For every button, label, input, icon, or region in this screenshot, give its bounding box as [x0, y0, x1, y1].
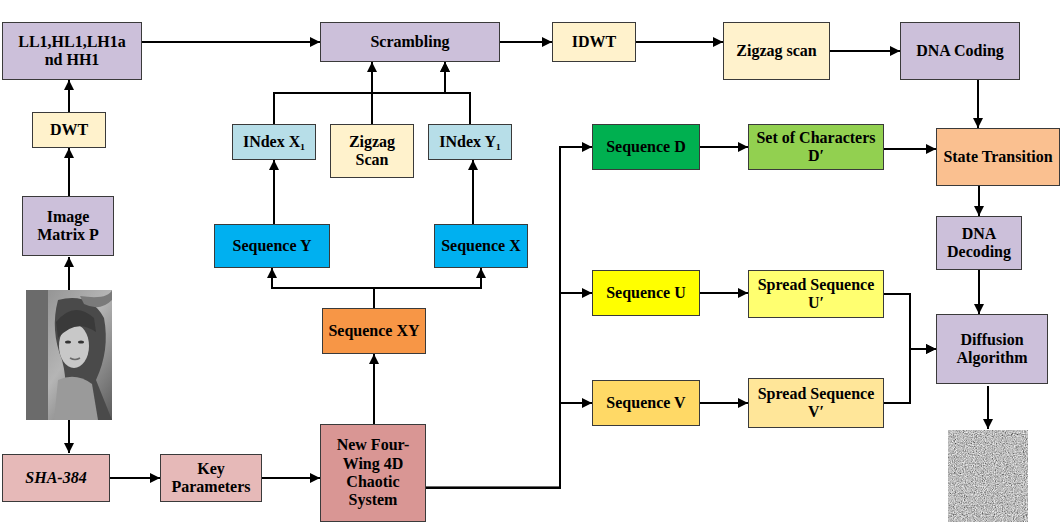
box-label: New Four-Wing 4D Chaotic System — [325, 436, 421, 510]
process-box: Sequence XY — [322, 308, 426, 354]
flow-arrow — [884, 148, 936, 150]
flow-arrow — [68, 80, 70, 112]
process-box: State Transition — [936, 128, 1060, 186]
flow-arrow — [987, 386, 989, 429]
box-label: State Transition — [943, 148, 1052, 166]
flow-arrow — [68, 148, 70, 196]
flow-arrow — [371, 62, 373, 124]
process-box: Spread Sequence U′ — [748, 270, 884, 318]
box-label: Diffusion Algorithm — [941, 331, 1043, 368]
box-label: Set of Characters D′ — [752, 129, 880, 166]
process-box: Sequence Y — [214, 224, 330, 268]
process-box: DNA Coding — [900, 22, 1020, 80]
flow-arrow — [68, 257, 70, 290]
flow-arrow — [884, 294, 936, 349]
process-box: Sequence U — [592, 270, 700, 316]
box-label: Zigzag scan — [736, 42, 816, 60]
flow-arrow — [472, 160, 474, 224]
box-label: Sequence Y — [233, 237, 312, 255]
process-box: New Four-Wing 4D Chaotic System — [320, 424, 426, 522]
process-box: Sequence V — [592, 380, 700, 426]
flow-arrow — [274, 62, 445, 124]
process-box: Scrambling — [320, 22, 500, 62]
flow-arrow — [978, 270, 980, 314]
flow-arrow — [978, 186, 980, 216]
flow-arrow — [262, 477, 320, 479]
process-box: INdex Y₁ — [428, 124, 512, 160]
box-label: Zigzag Scan — [334, 133, 410, 170]
flow-arrow — [426, 403, 592, 488]
flow-arrow — [830, 50, 900, 52]
flow-arrow — [884, 349, 936, 403]
box-label: IDWT — [572, 33, 616, 51]
box-label: Sequence V — [606, 394, 685, 412]
flow-arrow — [373, 354, 375, 424]
box-label: Sequence X — [441, 237, 521, 255]
process-box: Set of Characters D′ — [748, 124, 884, 170]
box-label: Key Parameters — [165, 460, 257, 497]
flow-arrow — [426, 293, 592, 488]
box-label: Sequence XY — [328, 322, 419, 340]
process-box: LL1,HL1,LH1a nd HH1 — [2, 22, 142, 80]
box-label: DWT — [50, 121, 88, 139]
box-label: Image Matrix P — [27, 208, 109, 245]
process-box: Key Parameters — [160, 454, 262, 502]
process-box: INdex X₁ — [232, 124, 316, 160]
process-box: DNA Decoding — [936, 216, 1022, 270]
box-label: INdex X₁ — [243, 133, 305, 151]
process-box: Sequence D — [592, 124, 700, 170]
process-box: Diffusion Algorithm — [936, 314, 1048, 384]
flow-arrow — [700, 402, 748, 404]
flow-arrow — [142, 41, 320, 43]
process-box: DWT — [32, 112, 106, 148]
flow-arrow — [445, 62, 470, 124]
flow-arrow — [500, 41, 552, 43]
flow-arrow — [273, 160, 275, 224]
box-label: Spread Sequence V′ — [753, 385, 879, 422]
process-box: Zigzag scan — [723, 22, 830, 80]
cipher-image — [948, 430, 1028, 522]
flow-arrow — [700, 146, 748, 148]
flow-arrow — [374, 268, 481, 308]
flow-arrow — [426, 147, 592, 488]
flow-arrow — [272, 268, 374, 308]
flow-arrow — [68, 420, 70, 453]
flow-arrow — [636, 41, 723, 43]
box-label: DNA Decoding — [940, 225, 1018, 262]
flow-arrow — [700, 292, 748, 294]
box-label: Spread Sequence U′ — [753, 276, 879, 313]
process-box: IDWT — [552, 22, 636, 62]
box-label: LL1,HL1,LH1a nd HH1 — [13, 33, 131, 70]
flow-arrow — [110, 477, 160, 479]
box-label: Sequence U — [606, 284, 686, 302]
box-label: Scrambling — [370, 33, 449, 51]
flow-arrow — [977, 80, 979, 128]
box-label: SHA-384 — [25, 469, 86, 487]
box-label: Sequence D — [606, 138, 686, 156]
process-box: SHA-384 — [2, 454, 110, 502]
process-box: Sequence X — [434, 224, 528, 268]
process-box: Image Matrix P — [22, 196, 114, 256]
process-box: Spread Sequence V′ — [748, 378, 884, 428]
process-box: Zigzag Scan — [330, 124, 414, 178]
box-label: INdex Y₁ — [439, 133, 501, 151]
lena-image — [26, 290, 112, 420]
box-label: DNA Coding — [916, 42, 1004, 60]
